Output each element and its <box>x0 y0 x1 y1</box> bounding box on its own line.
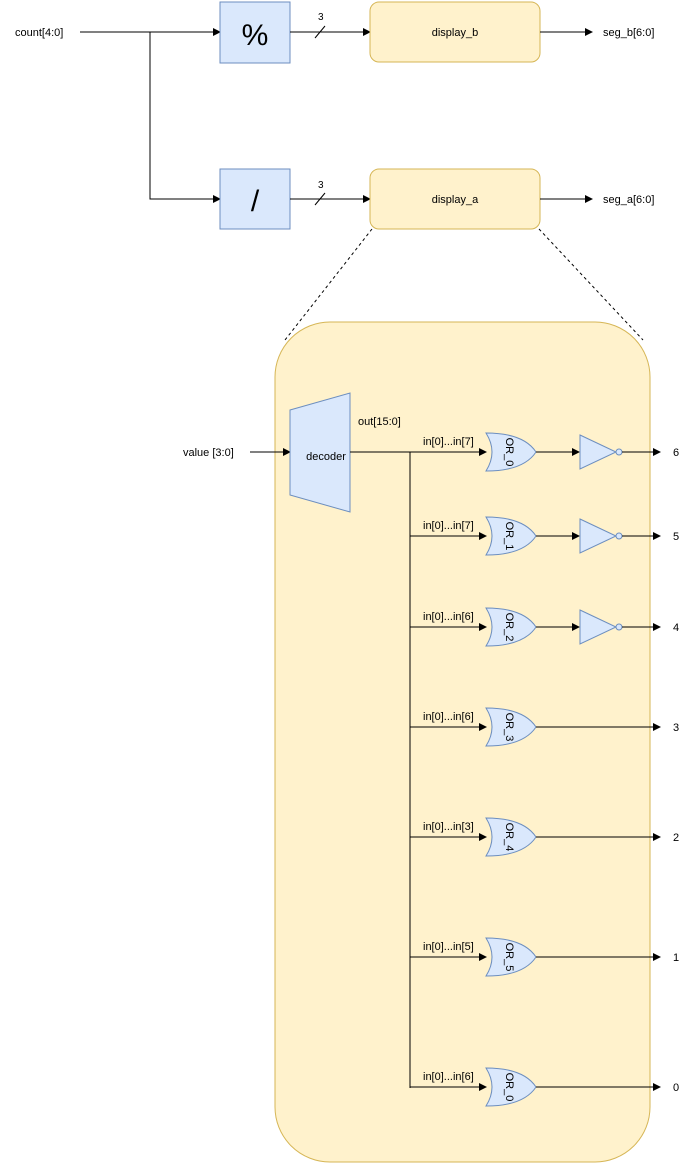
seg-a-output-label: seg_a[6:0] <box>603 194 654 206</box>
not-gate <box>579 518 618 554</box>
divide-block <box>219 168 291 230</box>
count-wire-to-div <box>149 32 221 203</box>
not-gate-bubble <box>615 532 623 540</box>
or-input-range-label: in[0]...in[7] <box>423 436 474 448</box>
or-gate-label: OR_5 <box>503 943 515 972</box>
value-input-label: value [3:0] <box>183 447 234 459</box>
not-gate <box>579 609 618 645</box>
bus-slash-a <box>314 192 326 206</box>
or-gate-label: OR_2 <box>503 613 515 642</box>
display-b-label: display_b <box>432 27 478 39</box>
segment-output-label: 0 <box>673 1082 679 1094</box>
seg-b-output-label: seg_b[6:0] <box>603 27 654 39</box>
or-input-range-label: in[0]...in[5] <box>423 941 474 953</box>
display-a-label: display_a <box>432 194 479 206</box>
or-gate-label: OR_4 <box>503 823 515 852</box>
or-input-range-label: in[0]...in[7] <box>423 520 474 532</box>
or-gate <box>485 707 537 747</box>
or-input-range-label: in[0]...in[6] <box>423 1071 474 1083</box>
segment-output-label: 4 <box>673 622 679 634</box>
or-input-range-label: in[0]...in[6] <box>423 611 474 623</box>
zoom-line-right <box>538 228 644 341</box>
segment-output-label: 3 <box>673 722 679 734</box>
decoder-output-label: out[15:0] <box>358 416 401 428</box>
or-gate <box>485 607 537 647</box>
segment-output-label: 2 <box>673 832 679 844</box>
or-gate <box>485 817 537 857</box>
or-gate <box>485 432 537 472</box>
count-input-label: count[4:0] <box>15 27 63 39</box>
modulo-operator: % <box>242 19 269 52</box>
or-gate-label: OR_0 <box>503 438 515 467</box>
or-input-range-label: in[0]...in[3] <box>423 821 474 833</box>
or-gate <box>485 516 537 556</box>
decoder-label: decoder <box>306 451 346 463</box>
not-gate <box>579 434 618 470</box>
display-a-detail-panel <box>274 321 651 1163</box>
or-gate-label: OR_1 <box>503 522 515 551</box>
bus-width-a: 3 <box>318 180 324 191</box>
or-gate-label: OR_3 <box>503 713 515 742</box>
divide-operator: / <box>251 185 260 218</box>
decoder-output-rows: in[0]...in[7] OR_0 6 in[0]...in[7] OR_1 5 in[0… <box>410 432 679 1107</box>
not-gate-bubble <box>615 448 623 456</box>
not-gate-bubble <box>615 623 623 631</box>
segment-output-label: 1 <box>673 952 679 964</box>
or-gate <box>485 937 537 977</box>
or-gate <box>485 1067 537 1107</box>
or-gate-label: OR_0 <box>503 1073 515 1102</box>
bus-slash-b <box>314 25 326 39</box>
bus-width-b: 3 <box>318 12 324 23</box>
or-input-range-label: in[0]...in[6] <box>423 711 474 723</box>
segment-output-label: 6 <box>673 447 679 459</box>
decoder-block <box>289 392 351 513</box>
segment-output-label: 5 <box>673 531 679 543</box>
